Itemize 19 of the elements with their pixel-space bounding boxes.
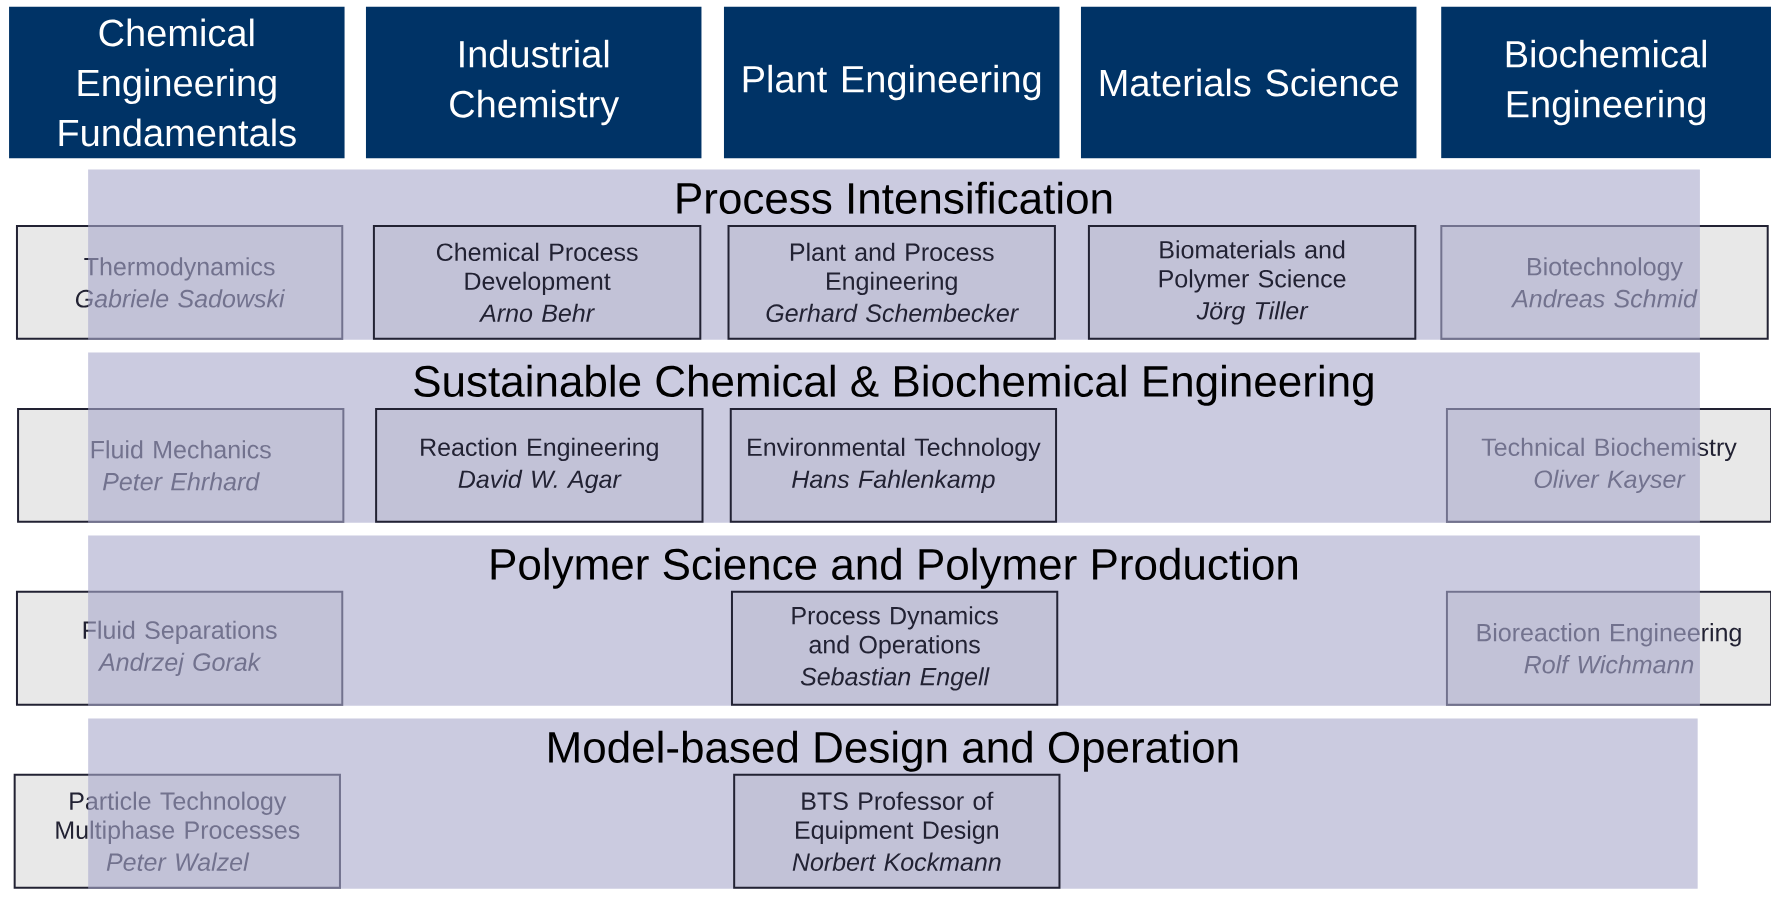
- chair-box: Fluid Mechanics Peter Ehrhard: [17, 407, 345, 523]
- chair-box: BTS Professor of Equipment Design Norbert Kockmann: [733, 773, 1061, 889]
- chair-box: Reaction Engineering David W. Agar: [375, 407, 704, 523]
- chair-box: Particle Technology Multiphase Processes Peter Walzel: [13, 773, 341, 889]
- chair-box: Chemical Process Development Arno Behr: [372, 224, 702, 340]
- department-box: Plant Engineering: [723, 6, 1060, 159]
- chair-box: Plant and Process Engineering Gerhard Schembecker: [727, 224, 1056, 340]
- chair-box: Technical Biochemistry Oliver Kayser: [1445, 407, 1771, 523]
- chair-box: Process Dynamics and Operations Sebastian Engell: [730, 590, 1059, 706]
- chair-box: Environmental Technology Hans Fahlenkamp: [729, 407, 1058, 523]
- chair-box: Biomaterials and Polymer Science Jörg Tiller: [1087, 224, 1417, 340]
- chair-box: Bioreaction Engineering Rolf Wichmann: [1445, 590, 1771, 706]
- chair-box: Fluid Separations Andrzej Gorak: [15, 590, 344, 706]
- department-box: Industrial Chemistry: [365, 6, 702, 159]
- chair-box: Biotechnology Andreas Schmid: [1440, 224, 1769, 340]
- chair-box: Thermodynamics Gabriele Sadowski: [15, 224, 344, 340]
- department-box: Chemical Engineering Fundamentals: [9, 6, 345, 159]
- department-box: Biochemical Engineering: [1441, 6, 1771, 159]
- department-box: Materials Science: [1080, 6, 1417, 159]
